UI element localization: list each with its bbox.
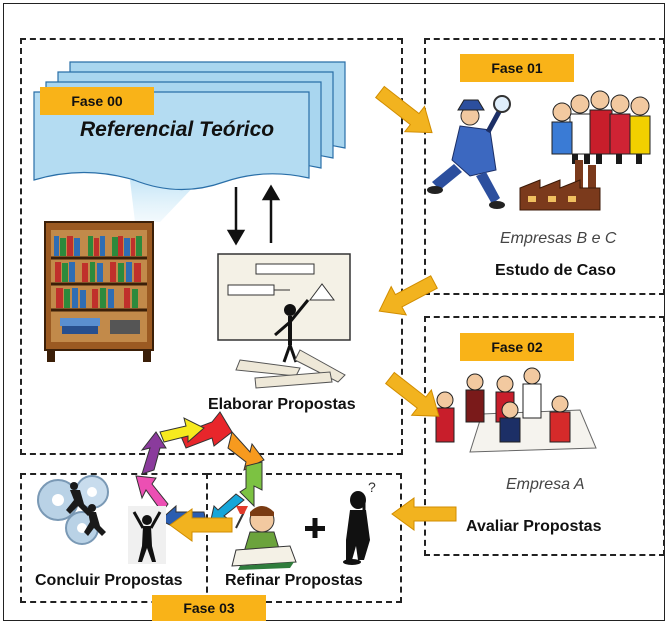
- empresa-a-label: Empresa A: [506, 476, 585, 493]
- phase-02-tag: Fase 02: [460, 333, 574, 361]
- phase-01-tag: Fase 01: [460, 54, 574, 82]
- avaliar-label: Avaliar Propostas: [466, 518, 602, 535]
- empresas-bc-label: Empresas B e C: [500, 230, 617, 247]
- phase-02-box: [424, 316, 665, 556]
- referencial-title: Referencial Teórico: [80, 118, 275, 141]
- detective-icon: [427, 95, 511, 209]
- cycle-arrows-icon: [135, 411, 265, 532]
- phase-00-box: [20, 38, 403, 455]
- elaborar-label: Elaborar Propostas: [208, 396, 356, 413]
- arrow-to-concluir: [169, 508, 233, 542]
- phase-03-tag: Fase 03: [152, 595, 266, 621]
- estudo-caso-label: Estudo de Caso: [495, 262, 616, 279]
- factory-icon: [519, 160, 601, 211]
- figure-frame: [3, 3, 665, 621]
- gears-runners-icon: [37, 475, 109, 545]
- phase-00-tag: Fase 00: [40, 87, 154, 115]
- feedback-arrows: [226, 184, 281, 246]
- yellow-arrows: [169, 85, 457, 542]
- whiteboard-presenter-icon: [217, 253, 351, 389]
- bookshelf-icon: [44, 221, 154, 362]
- refinar-label: Refinar Propostas: [225, 572, 363, 589]
- phase-01-box: [424, 38, 665, 295]
- arrow-to-elaborar: [378, 275, 438, 316]
- arrow-to-refinar: [391, 497, 457, 531]
- plus-sign: [305, 518, 325, 538]
- document-stack-icon: [33, 61, 346, 222]
- arrow-to-estudo: [374, 85, 433, 134]
- meeting-group-icon: [435, 367, 597, 453]
- person-raising-hands-icon: [128, 506, 166, 564]
- phase-03-box-right: [206, 473, 402, 603]
- svg-text:?: ?: [368, 479, 376, 495]
- business-people-icon: [551, 90, 651, 164]
- arrow-to-avaliar: [384, 371, 440, 417]
- concluir-label: Concluir Propostas: [35, 572, 183, 589]
- person-writing-icon: [231, 506, 297, 570]
- thinking-person-icon: ?: [343, 479, 376, 565]
